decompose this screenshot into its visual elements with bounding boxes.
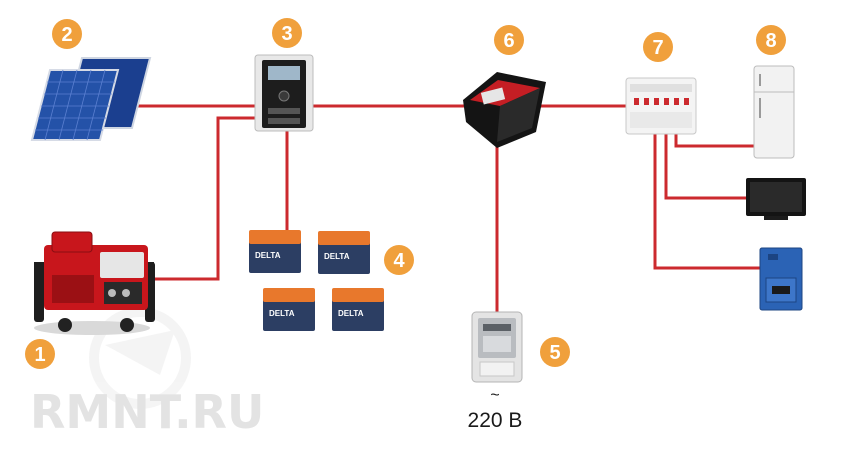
svg-text:3: 3: [281, 23, 292, 45]
svg-text:7: 7: [652, 37, 663, 59]
battery-icon: DELTA: [263, 288, 315, 331]
battery-brand: DELTA: [338, 309, 364, 318]
wire-distribution-fridge: [674, 134, 754, 148]
battery-icon: DELTA: [249, 230, 301, 273]
wire-distribution-boiler: [653, 134, 760, 270]
svg-text:1: 1: [34, 344, 45, 366]
voltage-value: 220 В: [467, 409, 523, 432]
grid-voltage-label: ~ 220 В: [440, 387, 550, 432]
badge-refrigerator: 8: [756, 25, 786, 55]
svg-text:4: 4: [393, 250, 405, 272]
svg-text:8: 8: [765, 30, 776, 52]
svg-text:2: 2: [61, 24, 72, 46]
battery-brand: DELTA: [269, 309, 295, 318]
battery-icon: DELTA: [318, 231, 370, 274]
badge-inverter: 6: [494, 25, 524, 55]
boiler-icon: [759, 247, 803, 311]
badge-generator: 1: [25, 339, 55, 369]
battery-brand: DELTA: [324, 252, 350, 261]
battery-brand: DELTA: [255, 251, 281, 260]
generator-icon: [34, 231, 155, 335]
watermark-logo: [89, 307, 191, 409]
badge-charge-controller: 3: [272, 18, 302, 48]
tv-icon: [746, 178, 806, 220]
badge-meter: 5: [540, 337, 570, 367]
wiring: [132, 104, 760, 318]
watermark-text: RMNT.RU: [30, 385, 264, 439]
distribution-box-icon: [625, 77, 697, 135]
svg-text:5: 5: [549, 342, 560, 364]
wire-generator-controller: [150, 116, 262, 281]
battery-icon: DELTA: [332, 288, 384, 331]
battery-group: DELTA DELTA DELTA DELTA: [249, 230, 384, 331]
inverter-icon: [463, 72, 546, 148]
ac-tilde: ~: [490, 387, 500, 404]
badge-distribution-box: 7: [643, 32, 673, 62]
badge-batteries: 4: [384, 245, 414, 275]
svg-text:6: 6: [503, 30, 514, 52]
electric-meter-icon: [471, 311, 523, 383]
charge-controller-icon: [254, 54, 314, 132]
solar-panel-icon: [30, 57, 152, 141]
wire-distribution-tv: [664, 134, 747, 200]
refrigerator-icon: [753, 65, 795, 159]
badge-solar-panels: 2: [52, 19, 82, 49]
watermark: RMNT.RU: [30, 307, 264, 439]
